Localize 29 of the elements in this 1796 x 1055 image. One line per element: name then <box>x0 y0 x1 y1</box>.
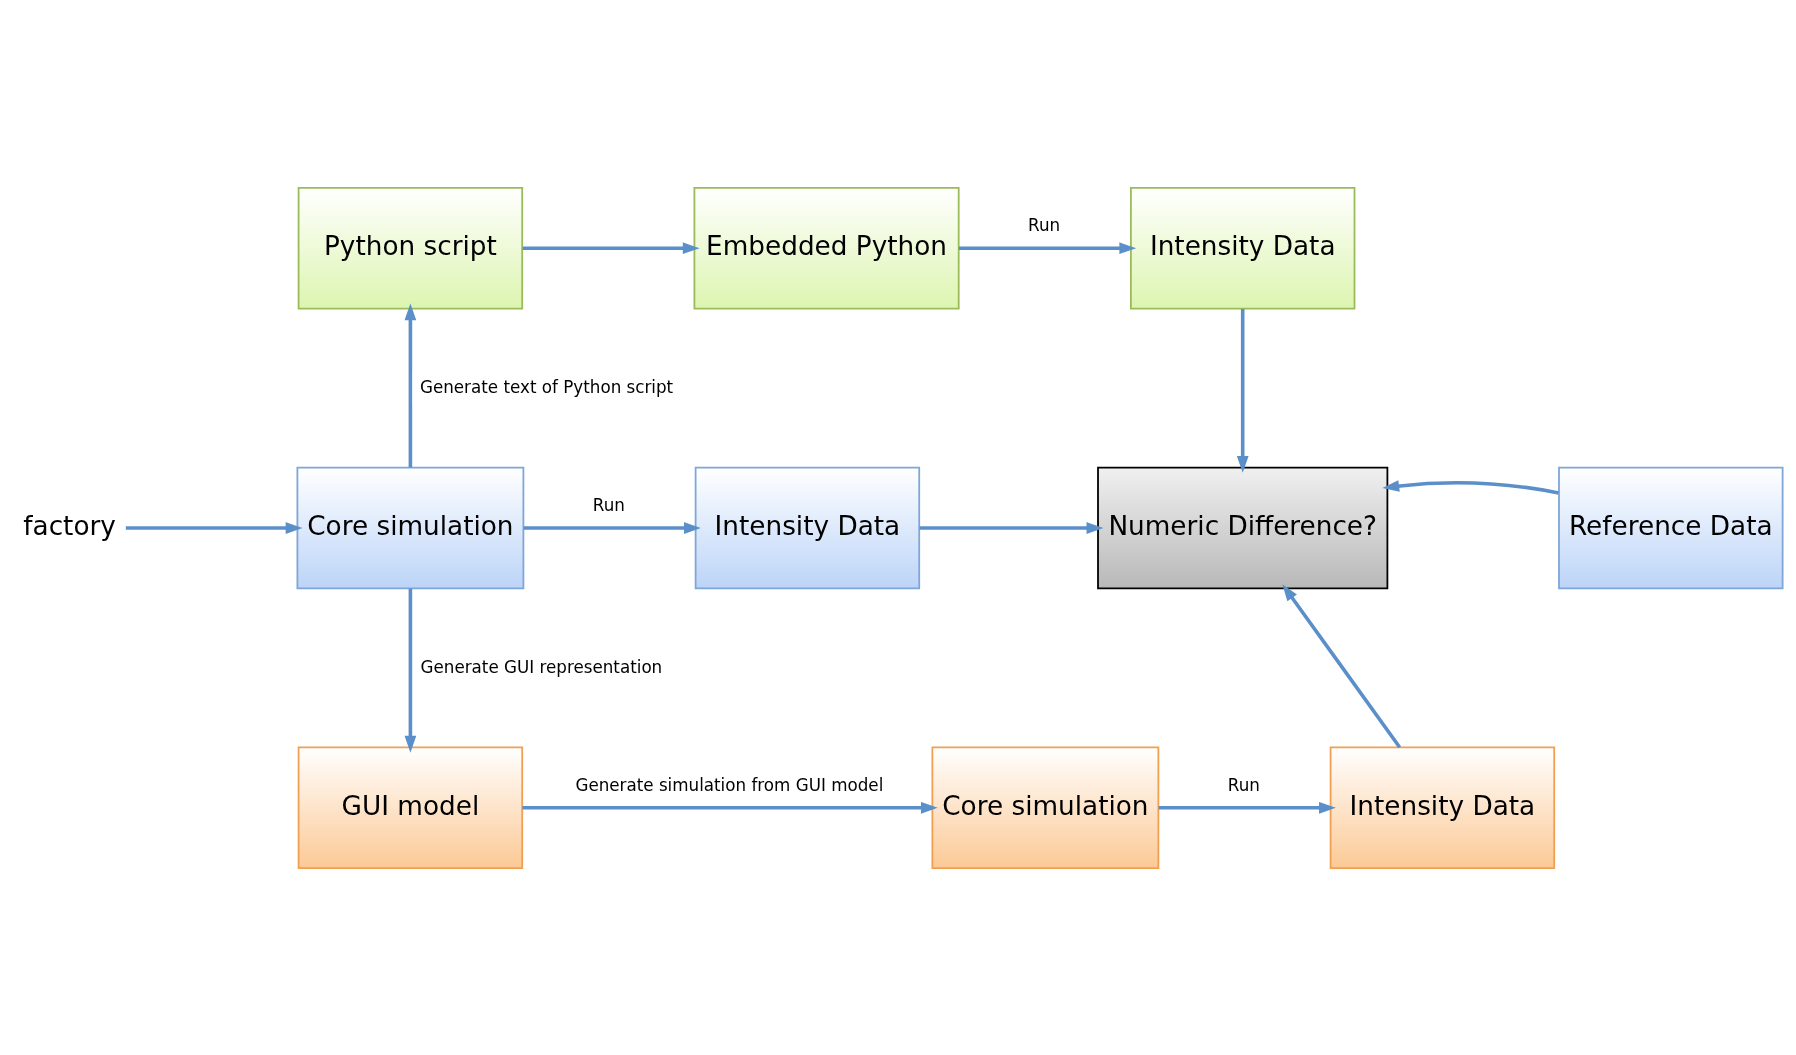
arrow <box>1282 583 1402 748</box>
edge-label: Generate GUI representation <box>420 656 663 677</box>
edge-label: Run <box>1028 214 1061 235</box>
node-box: Python script <box>297 186 524 309</box>
arrow <box>404 588 417 753</box>
node-box: Reference Data <box>1558 466 1784 589</box>
arrow <box>523 521 701 534</box>
node-box: Embedded Python <box>693 186 960 309</box>
node-box: Intensity Data <box>694 466 921 589</box>
arrow <box>522 801 938 814</box>
node-box: Numeric Difference? <box>1097 466 1389 589</box>
arrow <box>1236 308 1249 473</box>
node-box: GUI model <box>297 746 524 869</box>
node-box: Intensity Data <box>1329 746 1556 869</box>
arrow <box>404 302 417 467</box>
edge-label: Run <box>1227 774 1260 795</box>
node-box: Core simulation <box>296 466 525 589</box>
node-box: Intensity Data <box>1130 186 1356 309</box>
edge-label: Generate text of Python script <box>419 376 674 397</box>
arrow <box>125 521 303 534</box>
edge-label: Generate simulation from GUI model <box>575 774 884 795</box>
arrow <box>1382 479 1559 495</box>
node-text: factory <box>23 510 116 541</box>
arrow <box>919 521 1104 534</box>
arrow <box>958 241 1137 254</box>
arrow <box>522 241 700 254</box>
node-box: Core simulation <box>931 746 1160 869</box>
edge-label: Run <box>592 494 625 515</box>
arrow <box>1158 801 1336 814</box>
